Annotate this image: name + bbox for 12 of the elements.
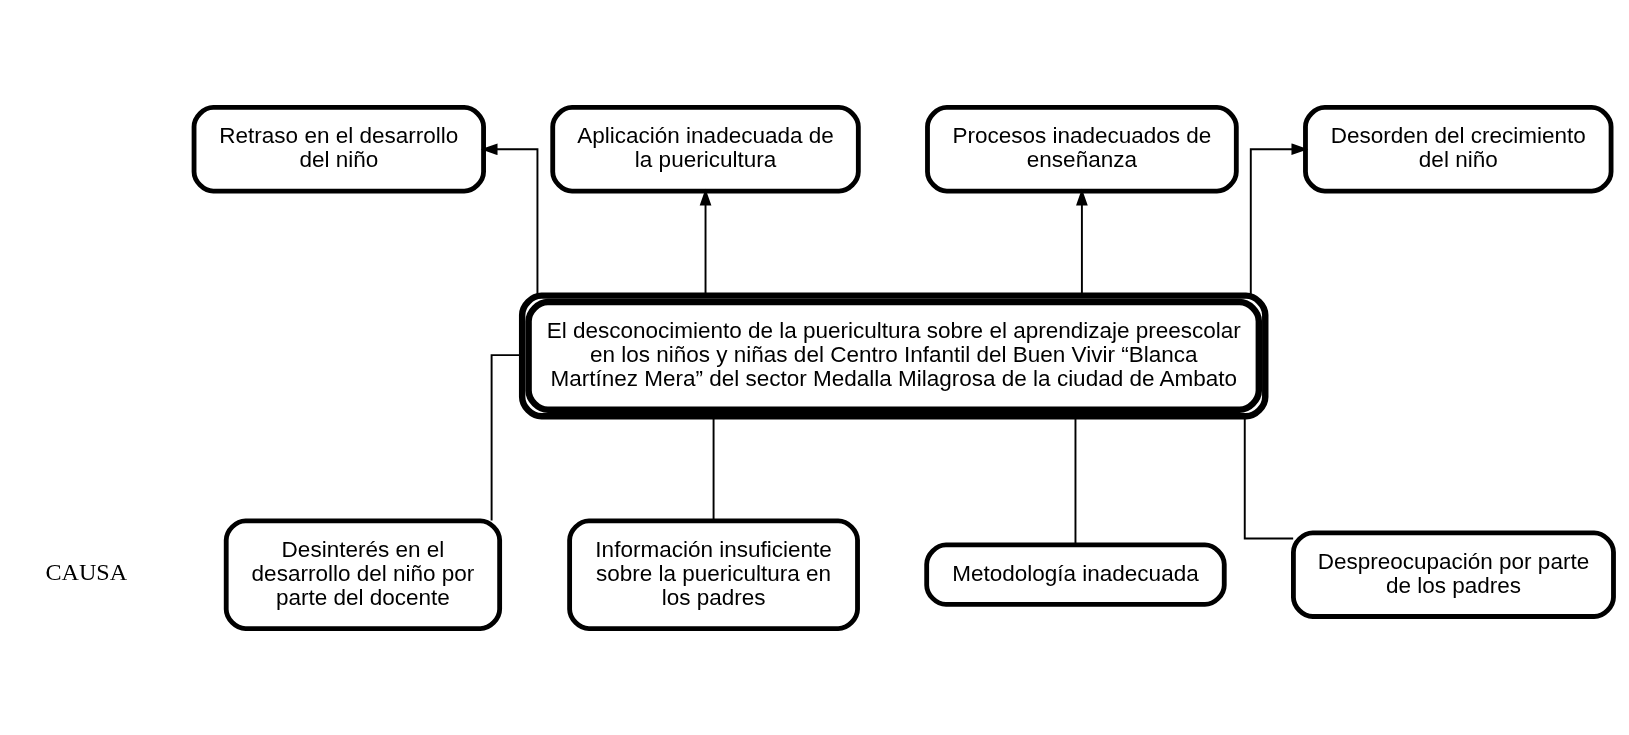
node-box: Retraso en el desarrollo del niño bbox=[191, 104, 486, 193]
node-box: Desinterés en el desarrollo del niño por parte del docente bbox=[223, 517, 503, 631]
arrow bbox=[480, 142, 539, 297]
node-box: Metodología inadecuada bbox=[924, 542, 1227, 607]
node-box: Desorden del crecimiento del niño bbox=[1303, 104, 1614, 193]
node-box: Información insuficiente sobre la puericultura en los padres bbox=[567, 517, 860, 631]
node-box: Aplicación inadecuada de la puericultura bbox=[550, 104, 861, 193]
label: CAUSA bbox=[45, 558, 128, 585]
arrow bbox=[1249, 142, 1309, 297]
node-box: Despreocupación por parte de los padres bbox=[1291, 529, 1616, 619]
node-box: El desconocimiento de la puericultura sobre el aprendizaje preescolar en los niños y niñas del Centro Infantil del Buen Vivir “Blanca Martínez Mera” del sector Medalla Milagrosa de la ciudad de Ambato bbox=[518, 291, 1269, 419]
node-box: Procesos inadecuados de enseñanza bbox=[925, 104, 1239, 193]
